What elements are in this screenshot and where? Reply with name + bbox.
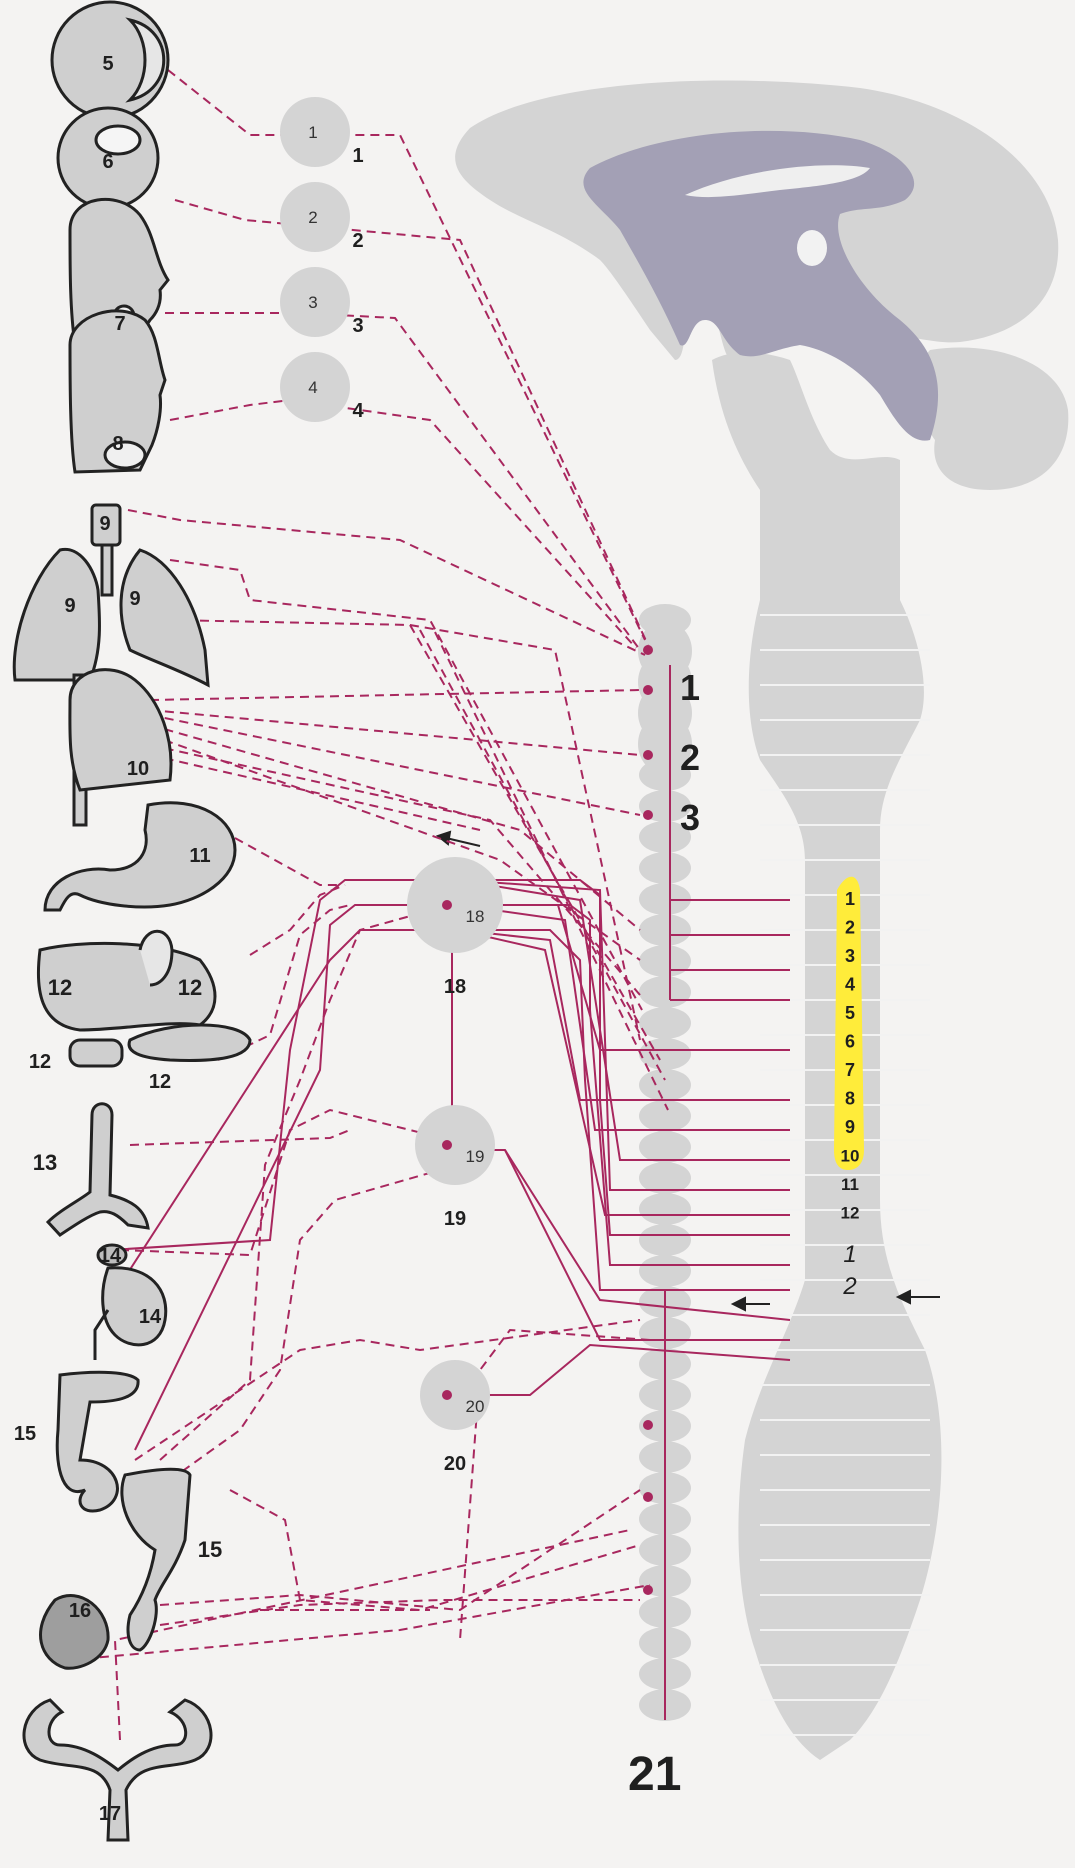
lumbar-segment-label: 1: [843, 1241, 856, 1268]
organ-number-labels: 5 6 7 8 9 9 9 10 11 12 12 12 12 13 14 14 15 15 16 17: [14, 53, 222, 1825]
chain-bead: [639, 1131, 691, 1163]
thoracic-segment-label: 4: [845, 975, 855, 995]
thoracic-segment-label: 2: [845, 918, 855, 938]
thoracic-segment-label: 5: [845, 1003, 855, 1023]
thoracic-segment-label: 8: [845, 1089, 855, 1109]
chain-bead: [639, 1224, 691, 1256]
head-ganglion-inner-label: 3: [308, 293, 317, 312]
blood-vessel-icon: [48, 1104, 148, 1235]
chain-bead: [639, 1007, 691, 1039]
ganglion-dot: [442, 1140, 452, 1150]
ganglion-dot: [442, 1390, 452, 1400]
lumbar-segment-label: 2: [842, 1273, 856, 1300]
organ-number-label: 9: [99, 513, 110, 535]
chain-bead: [639, 1193, 691, 1225]
head-ganglion-inner-label: 1: [308, 123, 317, 142]
organ-number-label: 14: [99, 1245, 122, 1267]
thoracic-segment-label: 3: [845, 946, 855, 966]
organ-number-label: 17: [99, 1803, 121, 1825]
thoracic-segment-label: 11: [841, 1175, 859, 1194]
chain-bead: [639, 1069, 691, 1101]
brain: [455, 81, 1068, 600]
foramen: [797, 230, 827, 266]
chain-bead: [639, 852, 691, 884]
thoracic-segment-label: 7: [845, 1060, 855, 1080]
trunk-label: 21: [628, 1748, 681, 1801]
organ-number-label: 14: [139, 1306, 162, 1328]
chain-bead: [639, 914, 691, 946]
ganglion-dot: [643, 1420, 653, 1430]
spinal-cord: [738, 600, 941, 1760]
prevertebral-outer-label: 20: [444, 1453, 466, 1475]
ganglion-dot: [643, 810, 653, 820]
cerebellum: [919, 348, 1069, 491]
organ-number-label: 13: [33, 1150, 57, 1175]
organ-number-label: 9: [129, 588, 140, 610]
head-ganglion-outer-label: 4: [352, 400, 364, 422]
ganglion-dot: [643, 1585, 653, 1595]
duodenum-icon: [70, 1040, 122, 1066]
prevertebral-inner-label: 20: [466, 1397, 485, 1416]
cervical-ganglion-label: 1: [680, 667, 700, 708]
organ-number-label: 15: [198, 1537, 222, 1562]
organ-number-label: 12: [149, 1071, 171, 1093]
cervical-ganglion-label: 2: [680, 737, 700, 778]
head-ganglion-outer-label: 3: [352, 315, 363, 337]
thoracic-segment-label: 12: [841, 1204, 860, 1223]
organ-number-label: 10: [127, 758, 149, 780]
chain-bead: [639, 945, 691, 977]
organ-number-label: 16: [69, 1600, 91, 1622]
organ-number-label: 9: [64, 595, 75, 617]
cervical-ganglion-labels: 1 2 3: [680, 667, 700, 838]
organ-number-label: 6: [102, 151, 113, 173]
arrow-right: [898, 1291, 940, 1303]
head-ganglion-inner-label: 4: [308, 378, 317, 397]
organ-number-label: 5: [102, 53, 113, 75]
thoracic-segment-label: 1: [845, 889, 855, 909]
prevertebral-inner-label: 18: [466, 907, 485, 926]
prevertebral-outer-label: 19: [444, 1208, 466, 1230]
organ-number-label: 12: [29, 1051, 51, 1073]
ganglion-dot: [643, 645, 653, 655]
organ-number-label: 12: [178, 975, 202, 1000]
prevertebral-ganglion: [420, 1360, 490, 1430]
organs: [14, 2, 250, 1840]
pancreas-icon: [129, 1025, 250, 1060]
arrow-mid: [733, 1298, 770, 1310]
heart-icon: [70, 670, 171, 825]
head-ganglion-outer-label: 2: [352, 230, 363, 252]
chain-bead: [639, 1255, 691, 1287]
thoracic-segment-label: 10: [841, 1147, 860, 1166]
organ-number-label: 12: [48, 975, 72, 1000]
head-ganglia: 1 1 2 2 3 3 4 4: [280, 97, 364, 422]
prevertebral-ganglion: [415, 1105, 495, 1185]
prevertebral-outer-label: 18: [444, 976, 466, 998]
head-ganglion-inner-label: 2: [308, 208, 317, 227]
thoracic-segment-label: 9: [845, 1117, 855, 1137]
prevertebral-ganglia: 18 18 19 19 20 20: [407, 857, 503, 1475]
prevertebral-ganglion: [407, 857, 503, 953]
ganglion-dot: [643, 1492, 653, 1502]
chain-bead: [639, 976, 691, 1008]
organ-number-label: 11: [189, 845, 210, 867]
thoracic-segment-label: 6: [845, 1032, 855, 1052]
ganglion-dot: [643, 685, 653, 695]
organ-number-label: 15: [14, 1423, 36, 1445]
organ-number-label: 7: [114, 313, 125, 335]
prevertebral-inner-label: 19: [466, 1147, 485, 1166]
organ-number-label: 8: [112, 433, 123, 455]
brainstem: [712, 353, 900, 601]
ganglion-dot: [442, 900, 452, 910]
cervical-ganglion-label: 3: [680, 797, 700, 838]
ganglion-dot: [643, 750, 653, 760]
head-ganglion-outer-label: 1: [352, 145, 363, 167]
arrow-heart: [438, 832, 480, 846]
